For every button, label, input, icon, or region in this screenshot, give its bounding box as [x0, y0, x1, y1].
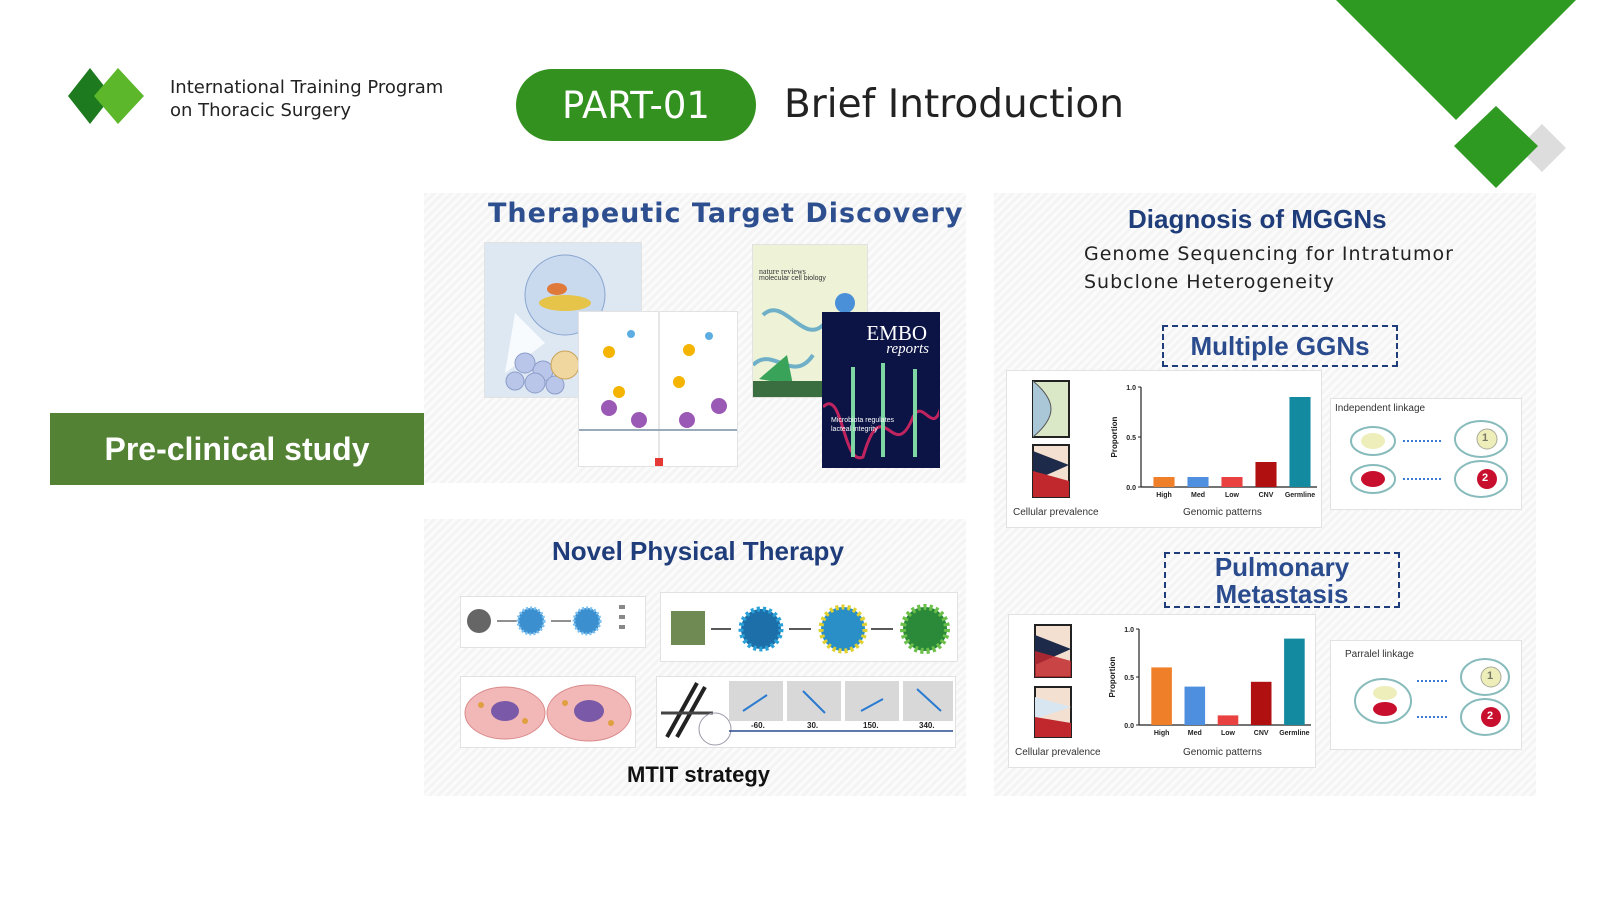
embo-cover-title: EMBO: [866, 321, 927, 345]
bar: [1255, 462, 1277, 487]
nanoparticle-synthesis-figure: [460, 596, 646, 648]
parallel-linkage-label: Parralel linkage: [1345, 649, 1414, 660]
bar: [1289, 397, 1311, 487]
y-tick-label: 0.5: [1124, 675, 1134, 682]
corner-diamond-decoration: [1454, 106, 1566, 188]
diagnosis-subtitle-line-1: Genome Sequencing for Intratumor: [1084, 243, 1454, 265]
pulmonary-metastasis-box: Pulmonary Metastasis: [1164, 552, 1400, 608]
target-discovery-title: Therapeutic Target Discovery: [488, 198, 964, 229]
cell-treatment-figure: [460, 676, 636, 748]
nature-cover-title: nature reviews: [759, 267, 806, 276]
bar: [1151, 667, 1172, 725]
subclone-1-marker: 1: [1482, 432, 1489, 444]
embo-cover-tagline-1: Microbiota regulates: [831, 417, 895, 424]
x-tick-label: Low: [1221, 730, 1236, 737]
x-tick-label: High: [1156, 492, 1172, 499]
bar: [1221, 477, 1243, 487]
x-tick-label: Med: [1191, 492, 1205, 499]
independent-linkage-card: Independent linkage 1 2: [1330, 398, 1522, 510]
nanoparticle-sequence-figure: [660, 592, 958, 662]
pathway-figure-front: [578, 311, 738, 467]
bar: [1184, 686, 1206, 725]
pre-clinical-study-label: Pre-clinical study: [50, 413, 424, 485]
pulmonary-metastasis-line-2: Metastasis: [1215, 579, 1349, 609]
magnetic-rotation-figure: -60. 30. 150. 340.: [656, 676, 956, 748]
subclone-2-marker: 2: [1487, 710, 1494, 722]
bar: [1153, 477, 1175, 487]
embo-cover-subtitle: reports: [886, 341, 929, 357]
bar: [1284, 638, 1305, 725]
x-tick-label: CNV: [1254, 730, 1269, 737]
bar: [1250, 681, 1272, 725]
y-tick-label: 1.0: [1124, 627, 1134, 634]
x-tick-label: High: [1154, 730, 1170, 737]
independent-linkage-label: Independent linkage: [1335, 403, 1426, 414]
x-tick-label: CNV: [1259, 492, 1274, 499]
nature-cover-subtitle: molecular cell biology: [759, 275, 826, 282]
frame-label: 340.: [919, 721, 935, 730]
part-badge: PART-01: [516, 69, 756, 141]
bar: [1217, 715, 1239, 725]
brand-line-1: International Training Program: [170, 77, 444, 98]
diagnosis-subtitle: Genome Sequencing for Intratumor Subclon…: [1084, 240, 1454, 296]
x-tick-label: Med: [1188, 730, 1202, 737]
y-axis-label: Proportion: [1110, 416, 1119, 457]
y-tick-label: 0.5: [1126, 435, 1136, 442]
y-tick-label: 1.0: [1126, 385, 1136, 392]
subclone-1-marker: 1: [1487, 670, 1494, 682]
x-tick-label: Germline: [1285, 492, 1315, 499]
embo-reports-cover: EMBO reports Microbiota regulates lactea…: [822, 312, 940, 468]
cellular-prevalence-graphic-2: [1034, 624, 1072, 738]
y-tick-label: 0.0: [1124, 723, 1134, 730]
x-tick-label: Low: [1225, 492, 1240, 499]
subclone-2-marker: 2: [1482, 472, 1489, 484]
y-axis-label: Proportion: [1108, 656, 1117, 697]
diagnosis-title: Diagnosis of MGGNs: [1128, 204, 1387, 234]
x-tick-label: Germline: [1279, 730, 1309, 737]
corner-triangle-decoration: [1336, 0, 1576, 120]
mtit-strategy-caption: MTIT strategy: [627, 762, 771, 787]
multiple-ggns-box: Multiple GGNs: [1162, 325, 1398, 367]
frame-label: 30.: [807, 721, 819, 730]
parallel-linkage-card: Parralel linkage 1 2: [1330, 640, 1522, 750]
genomic-patterns-label: Genomic patterns: [1183, 507, 1262, 518]
frame-label: 150.: [863, 721, 879, 730]
embo-cover-tagline-2: lacteal integrity: [831, 426, 878, 433]
brand-name: International Training Program on Thorac…: [170, 76, 443, 122]
section-title: Brief Introduction: [784, 82, 1124, 127]
frame-label: -60.: [751, 721, 765, 730]
physical-therapy-title: Novel Physical Therapy: [552, 536, 844, 566]
brand-line-2: on Thoracic Surgery: [170, 100, 351, 121]
diagnosis-subtitle-line-2: Subclone Heterogeneity: [1084, 271, 1335, 293]
pulmonary-metastasis-line-1: Pulmonary: [1214, 552, 1350, 582]
cellular-prevalence-graphic-1: [1032, 380, 1070, 498]
brand-logo-icon: [68, 68, 144, 124]
bar: [1187, 477, 1209, 487]
genomic-patterns-label: Genomic patterns: [1183, 747, 1262, 758]
cellular-prevalence-label: Cellular prevalence: [1013, 507, 1099, 518]
y-tick-label: 0.0: [1126, 485, 1136, 492]
cellular-prevalence-label: Cellular prevalence: [1015, 747, 1101, 758]
